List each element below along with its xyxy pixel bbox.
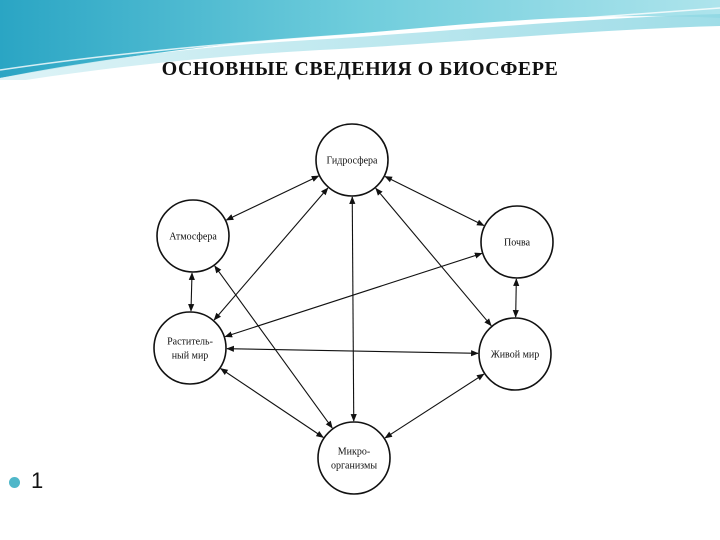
- node-label: ный мир: [172, 351, 209, 362]
- node-circle: [480, 205, 554, 279]
- node-hydrosphere: Гидросфера: [315, 123, 389, 197]
- node-animals: Живой мир: [478, 317, 552, 391]
- link-hydrosphere-atmosphere: [225, 175, 320, 221]
- node-circle: [156, 199, 230, 273]
- slide-title: ОСНОВНЫЕ СВЕДЕНИЯ О БИОСФЕРЕ: [161, 58, 559, 80]
- link-atmosphere-plants: [188, 272, 195, 312]
- slide-number: 1: [31, 468, 44, 493]
- node-label: Атмосфера: [169, 232, 217, 243]
- node-circle: [478, 317, 552, 391]
- decorative-wave-banner: [0, 0, 720, 80]
- node-atmosphere: Атмосфера: [156, 199, 230, 273]
- link-soil-plants: [224, 252, 483, 338]
- node-label: организмы: [331, 461, 377, 472]
- node-plants: Раститель-ный мир: [153, 311, 227, 385]
- node-circle: [315, 123, 389, 197]
- node-microorganisms: Микро-организмы: [317, 421, 391, 495]
- link-plants-animals: [226, 345, 479, 357]
- node-circle: [317, 421, 391, 495]
- node-soil: Почва: [480, 205, 554, 279]
- link-plants-microorganisms: [220, 368, 324, 438]
- node-label: Микро-: [338, 447, 370, 458]
- link-hydrosphere-microorganisms: [349, 196, 357, 422]
- link-hydrosphere-plants: [213, 187, 329, 321]
- node-label: Раститель-: [167, 337, 213, 348]
- bullet-icon: [9, 477, 20, 488]
- link-hydrosphere-soil: [384, 175, 485, 227]
- link-hydrosphere-animals: [375, 187, 492, 327]
- node-label: Почва: [504, 238, 531, 249]
- link-soil-animals: [512, 278, 520, 318]
- link-animals-microorganisms: [384, 373, 485, 439]
- node-label: Живой мир: [491, 350, 540, 361]
- node-label: Гидросфера: [326, 156, 378, 167]
- node-circle: [153, 311, 227, 385]
